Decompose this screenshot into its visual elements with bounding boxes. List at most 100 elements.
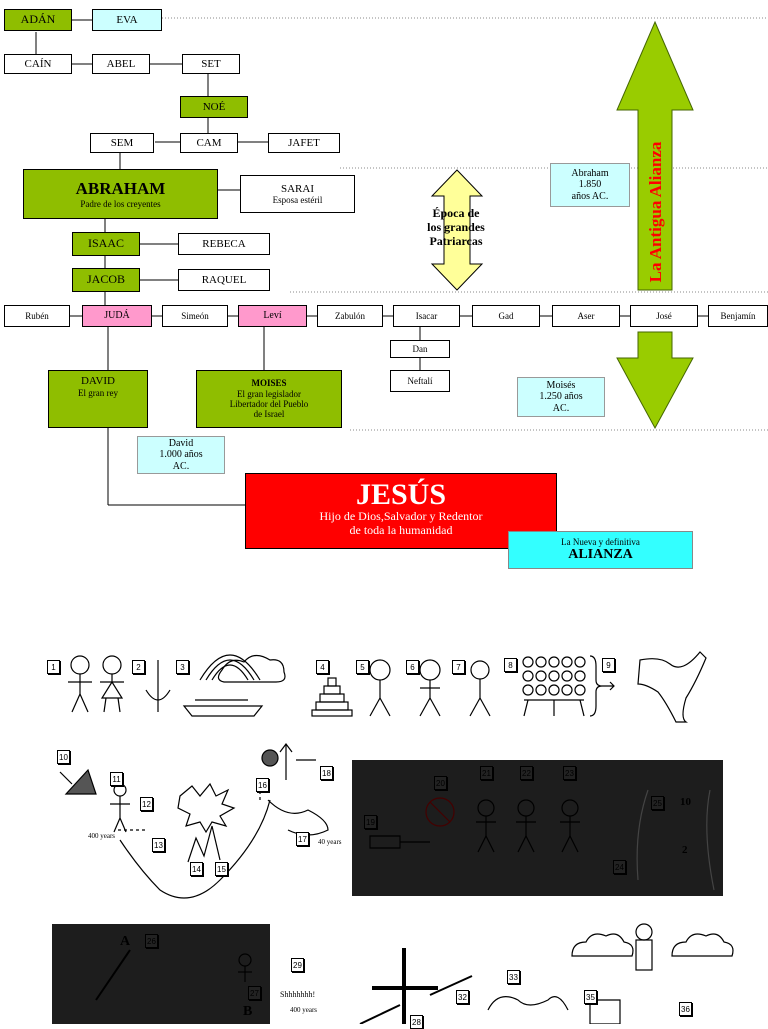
- moises-date-line1: Moisés: [546, 379, 576, 391]
- abraham-date-line3: años AC.: [571, 190, 609, 202]
- pictogram-number: 13: [152, 838, 165, 852]
- node-cain: CAÍN: [4, 54, 72, 74]
- sarai-subtitle: Esposa estéril: [272, 195, 323, 206]
- node-cam: CAM: [180, 133, 238, 153]
- pictogram-number: 11: [110, 772, 123, 786]
- pictogram-number: 23: [563, 766, 576, 780]
- node-adan: ADÁN: [4, 9, 72, 31]
- node-rebeca: REBECA: [178, 233, 270, 255]
- pictogram-number: 8: [504, 658, 517, 672]
- node-abraham: ABRAHAM Padre de los creyentes: [23, 169, 218, 219]
- moises-date-note: Moisés 1.250 años AC.: [517, 377, 605, 417]
- pictogram-number: 20: [434, 776, 447, 790]
- pictogram-number: 33: [507, 970, 520, 984]
- tribe-isacar: Isacar: [393, 305, 460, 327]
- pictogram-number: 27: [248, 986, 261, 1000]
- shh-label: Shhhhhhh!: [280, 990, 316, 999]
- years-40-label: 40 years: [318, 838, 342, 846]
- years-400-label: 400 years: [88, 832, 116, 840]
- moises-title: MOISES: [251, 378, 287, 389]
- node-set: SET: [182, 54, 240, 74]
- pictogram-number: 10: [57, 750, 70, 764]
- epoca-line1: Época de: [432, 206, 480, 221]
- nueva-alianza-note: La Nueva y definitiva ALIANZA: [508, 531, 693, 569]
- david-title: DAVID: [80, 375, 116, 387]
- jesus-sub2: de toda la humanidad: [349, 522, 453, 537]
- moises-sub3: de Israel: [253, 409, 285, 420]
- david-date-note: David 1.000 años AC.: [137, 436, 225, 474]
- tribe-gad: Gad: [472, 305, 540, 327]
- pictogram-number: 1: [47, 660, 60, 674]
- tribe-neftali: Neftalí: [390, 370, 450, 392]
- tribe-levi: Leví: [238, 305, 307, 327]
- dark-panel-2: [52, 924, 270, 1024]
- nueva-line2: ALIANZA: [568, 547, 633, 563]
- pictogram-number: 19: [364, 815, 377, 829]
- abraham-date-line1: Abraham: [571, 167, 609, 179]
- pictogram-number: 18: [320, 766, 333, 780]
- pictogram-number: 7: [452, 660, 465, 674]
- epoca-line2: los grandes: [427, 220, 485, 235]
- pictogram-number: 5: [356, 660, 369, 674]
- abraham-date-note: Abraham 1.850 años AC.: [550, 163, 630, 207]
- epoca-label: Época de los grandes Patriarcas: [405, 200, 507, 256]
- tribe-ruben: Rubén: [4, 305, 70, 327]
- node-jesus: JESÚS Hijo de Dios,Salvador y Redentor d…: [245, 473, 557, 549]
- letter-a: A: [120, 934, 131, 949]
- fraction-bottom: 2: [682, 844, 688, 856]
- pictogram-number: 35: [584, 990, 597, 1004]
- david-date-line1: David: [168, 437, 194, 449]
- pictogram-number: 4: [316, 660, 329, 674]
- node-jacob: JACOB: [72, 268, 140, 292]
- tribe-jose: José: [630, 305, 698, 327]
- pictogram-number: 9: [602, 658, 615, 672]
- node-eva: EVA: [92, 9, 162, 31]
- abraham-title: ABRAHAM: [75, 179, 166, 199]
- david-subtitle: El gran rey: [78, 387, 118, 398]
- node-raquel: RAQUEL: [178, 269, 270, 291]
- pictogram-number: 16: [256, 778, 269, 792]
- node-abel: ABEL: [92, 54, 150, 74]
- node-isaac: ISAAC: [72, 232, 140, 256]
- epoca-arrow: [430, 169, 484, 291]
- moises-date-line3: AC.: [552, 402, 570, 414]
- moises-sub1: El gran legislador: [237, 388, 301, 399]
- moises-date-line2: 1.250 años: [539, 391, 583, 403]
- david-date-line2: 1.000 años: [159, 449, 203, 461]
- jesus-sub1: Hijo de Dios,Salvador y Redentor: [319, 509, 483, 523]
- jesus-title: JESÚS: [355, 478, 447, 511]
- epoca-line3: Patriarcas: [429, 233, 483, 248]
- node-sarai: SARAI Esposa estéril: [240, 175, 355, 213]
- pictogram-number: 36: [679, 1002, 692, 1016]
- dark-panel-1: [352, 760, 723, 896]
- antigua-alianza-arrow: [616, 20, 694, 430]
- david-date-line3: AC.: [172, 460, 190, 472]
- pictogram-number: 32: [456, 990, 469, 1004]
- abraham-subtitle: Padre de los creyentes: [80, 198, 161, 209]
- node-jafet: JAFET: [268, 133, 340, 153]
- nueva-line1: La Nueva y definitiva: [561, 536, 640, 547]
- tribe-simeon: Simeón: [162, 305, 228, 327]
- abraham-date-line2: 1.850: [578, 179, 602, 191]
- letter-b: B: [243, 1004, 253, 1019]
- pictogram-number: 25: [651, 796, 664, 810]
- node-sem: SEM: [90, 133, 154, 153]
- tribe-zabulon: Zabulón: [317, 305, 383, 327]
- tribe-juda: JUDÁ: [82, 305, 152, 327]
- pictogram-number: 22: [520, 766, 533, 780]
- pictogram-number: 3: [176, 660, 189, 674]
- sarai-title: SARAI: [280, 182, 314, 195]
- node-david: DAVID El gran rey: [48, 370, 148, 428]
- pictogram-number: 6: [406, 660, 419, 674]
- pictogram-number: 15: [215, 862, 228, 876]
- pictogram-number: 29: [291, 958, 304, 972]
- pictogram-number: 21: [480, 766, 493, 780]
- tribe-aser: Aser: [552, 305, 620, 327]
- moises-sub2: Libertador del Pueblo: [229, 399, 309, 409]
- fraction-top: 10: [680, 796, 691, 808]
- years-400b-label: 400 years: [290, 1006, 318, 1014]
- node-noe: NOÉ: [180, 96, 248, 118]
- pictogram-number: 26: [145, 934, 158, 948]
